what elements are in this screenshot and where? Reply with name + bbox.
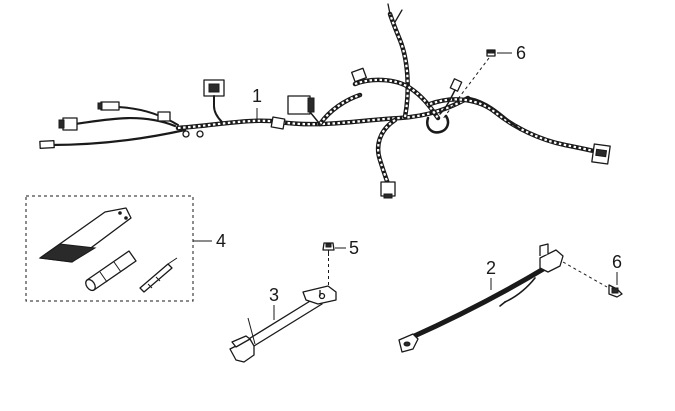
bolt-bracket[interactable] xyxy=(322,242,335,287)
harness-connector-small xyxy=(439,78,463,115)
harness-band xyxy=(270,116,286,130)
harness-connector-left-a xyxy=(58,117,78,131)
callout-label: 4 xyxy=(216,231,226,251)
callout-2-cable: 2 xyxy=(486,258,496,290)
bracket[interactable] xyxy=(229,285,337,363)
spark-plug-wrench xyxy=(85,250,137,292)
harness-wire-left-lower xyxy=(48,128,187,147)
bolt-harness-alignment-line xyxy=(441,57,490,121)
bolt-harness[interactable] xyxy=(441,49,496,121)
harness-clip xyxy=(426,114,450,134)
callout-label: 5 xyxy=(349,238,359,258)
cable-bolt-alignment-line xyxy=(562,261,608,288)
tool-kit-box[interactable] xyxy=(25,195,194,302)
bolt-cable[interactable] xyxy=(608,284,623,298)
harness-wire-left-top xyxy=(117,106,179,126)
callout-6-cable-bolt: 6 xyxy=(612,252,622,285)
callout-5-bolt: 5 xyxy=(335,238,359,258)
callout-1-harness: 1 xyxy=(252,86,262,120)
harness-connector-bottom xyxy=(380,181,396,199)
harness-connector-upper xyxy=(351,67,367,83)
harness-connector-left-b xyxy=(39,139,55,150)
harness-connector-center-a xyxy=(287,95,321,125)
callout-6-harness-bolt: 6 xyxy=(497,43,526,63)
harness-connector-left-d xyxy=(157,111,171,122)
harness-clip-left xyxy=(182,130,204,138)
callout-label: 1 xyxy=(252,86,262,106)
battery-cable[interactable] xyxy=(398,243,608,353)
callout-label: 6 xyxy=(612,252,622,272)
harness-connector-right xyxy=(591,143,611,165)
wire-harness[interactable] xyxy=(39,3,611,199)
harness-wire-left-upper xyxy=(73,117,177,128)
callout-label: 6 xyxy=(516,43,526,63)
callout-3-bracket: 3 xyxy=(269,285,279,320)
harness-connector-center-b xyxy=(203,79,225,123)
callout-label: 2 xyxy=(486,258,496,278)
tool-pouch xyxy=(38,207,132,263)
harness-connector-left-c xyxy=(97,101,120,111)
callout-4-tool-kit: 4 xyxy=(193,231,226,251)
cable-terminal-left xyxy=(398,333,419,353)
screwdriver xyxy=(139,257,178,293)
callout-label: 3 xyxy=(269,285,279,305)
harness-branch-down xyxy=(375,117,398,187)
cable-terminal-right xyxy=(539,243,564,273)
harness-branch-top xyxy=(387,11,410,120)
